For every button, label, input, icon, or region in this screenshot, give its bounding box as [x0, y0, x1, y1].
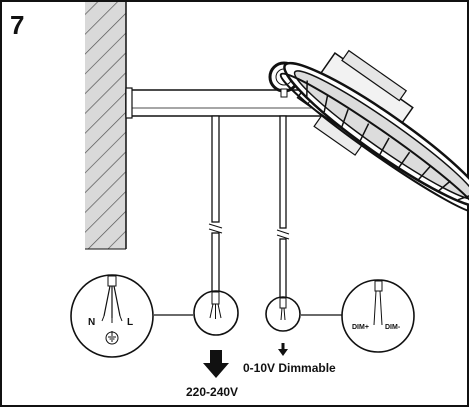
- wall: [85, 2, 127, 250]
- power-arrow-icon: [203, 350, 229, 378]
- power-wiring-detail: N L: [70, 274, 154, 358]
- power-cable-end-detail: [193, 290, 239, 336]
- dimming-cable: [276, 115, 290, 302]
- dimming-wiring-detail: DIM+ DIM-: [341, 279, 415, 353]
- label-live: L: [127, 317, 133, 328]
- power-wire-label: 220-240V: [186, 385, 238, 399]
- dimming-wire-label: 0-10V Dimmable: [243, 361, 336, 375]
- dimming-cable-end-detail: [265, 296, 301, 332]
- ground-symbol-icon: [105, 331, 119, 345]
- power-cable: [208, 115, 223, 294]
- label-neutral: N: [88, 317, 95, 328]
- dim-arrow-icon: [278, 343, 288, 356]
- label-dim-minus: DIM-: [385, 324, 401, 331]
- mounting-arm: [125, 87, 323, 119]
- step-number: 7: [10, 10, 24, 40]
- label-dim-plus: DIM+: [352, 324, 369, 331]
- high-bay-lamp: [279, 61, 469, 214]
